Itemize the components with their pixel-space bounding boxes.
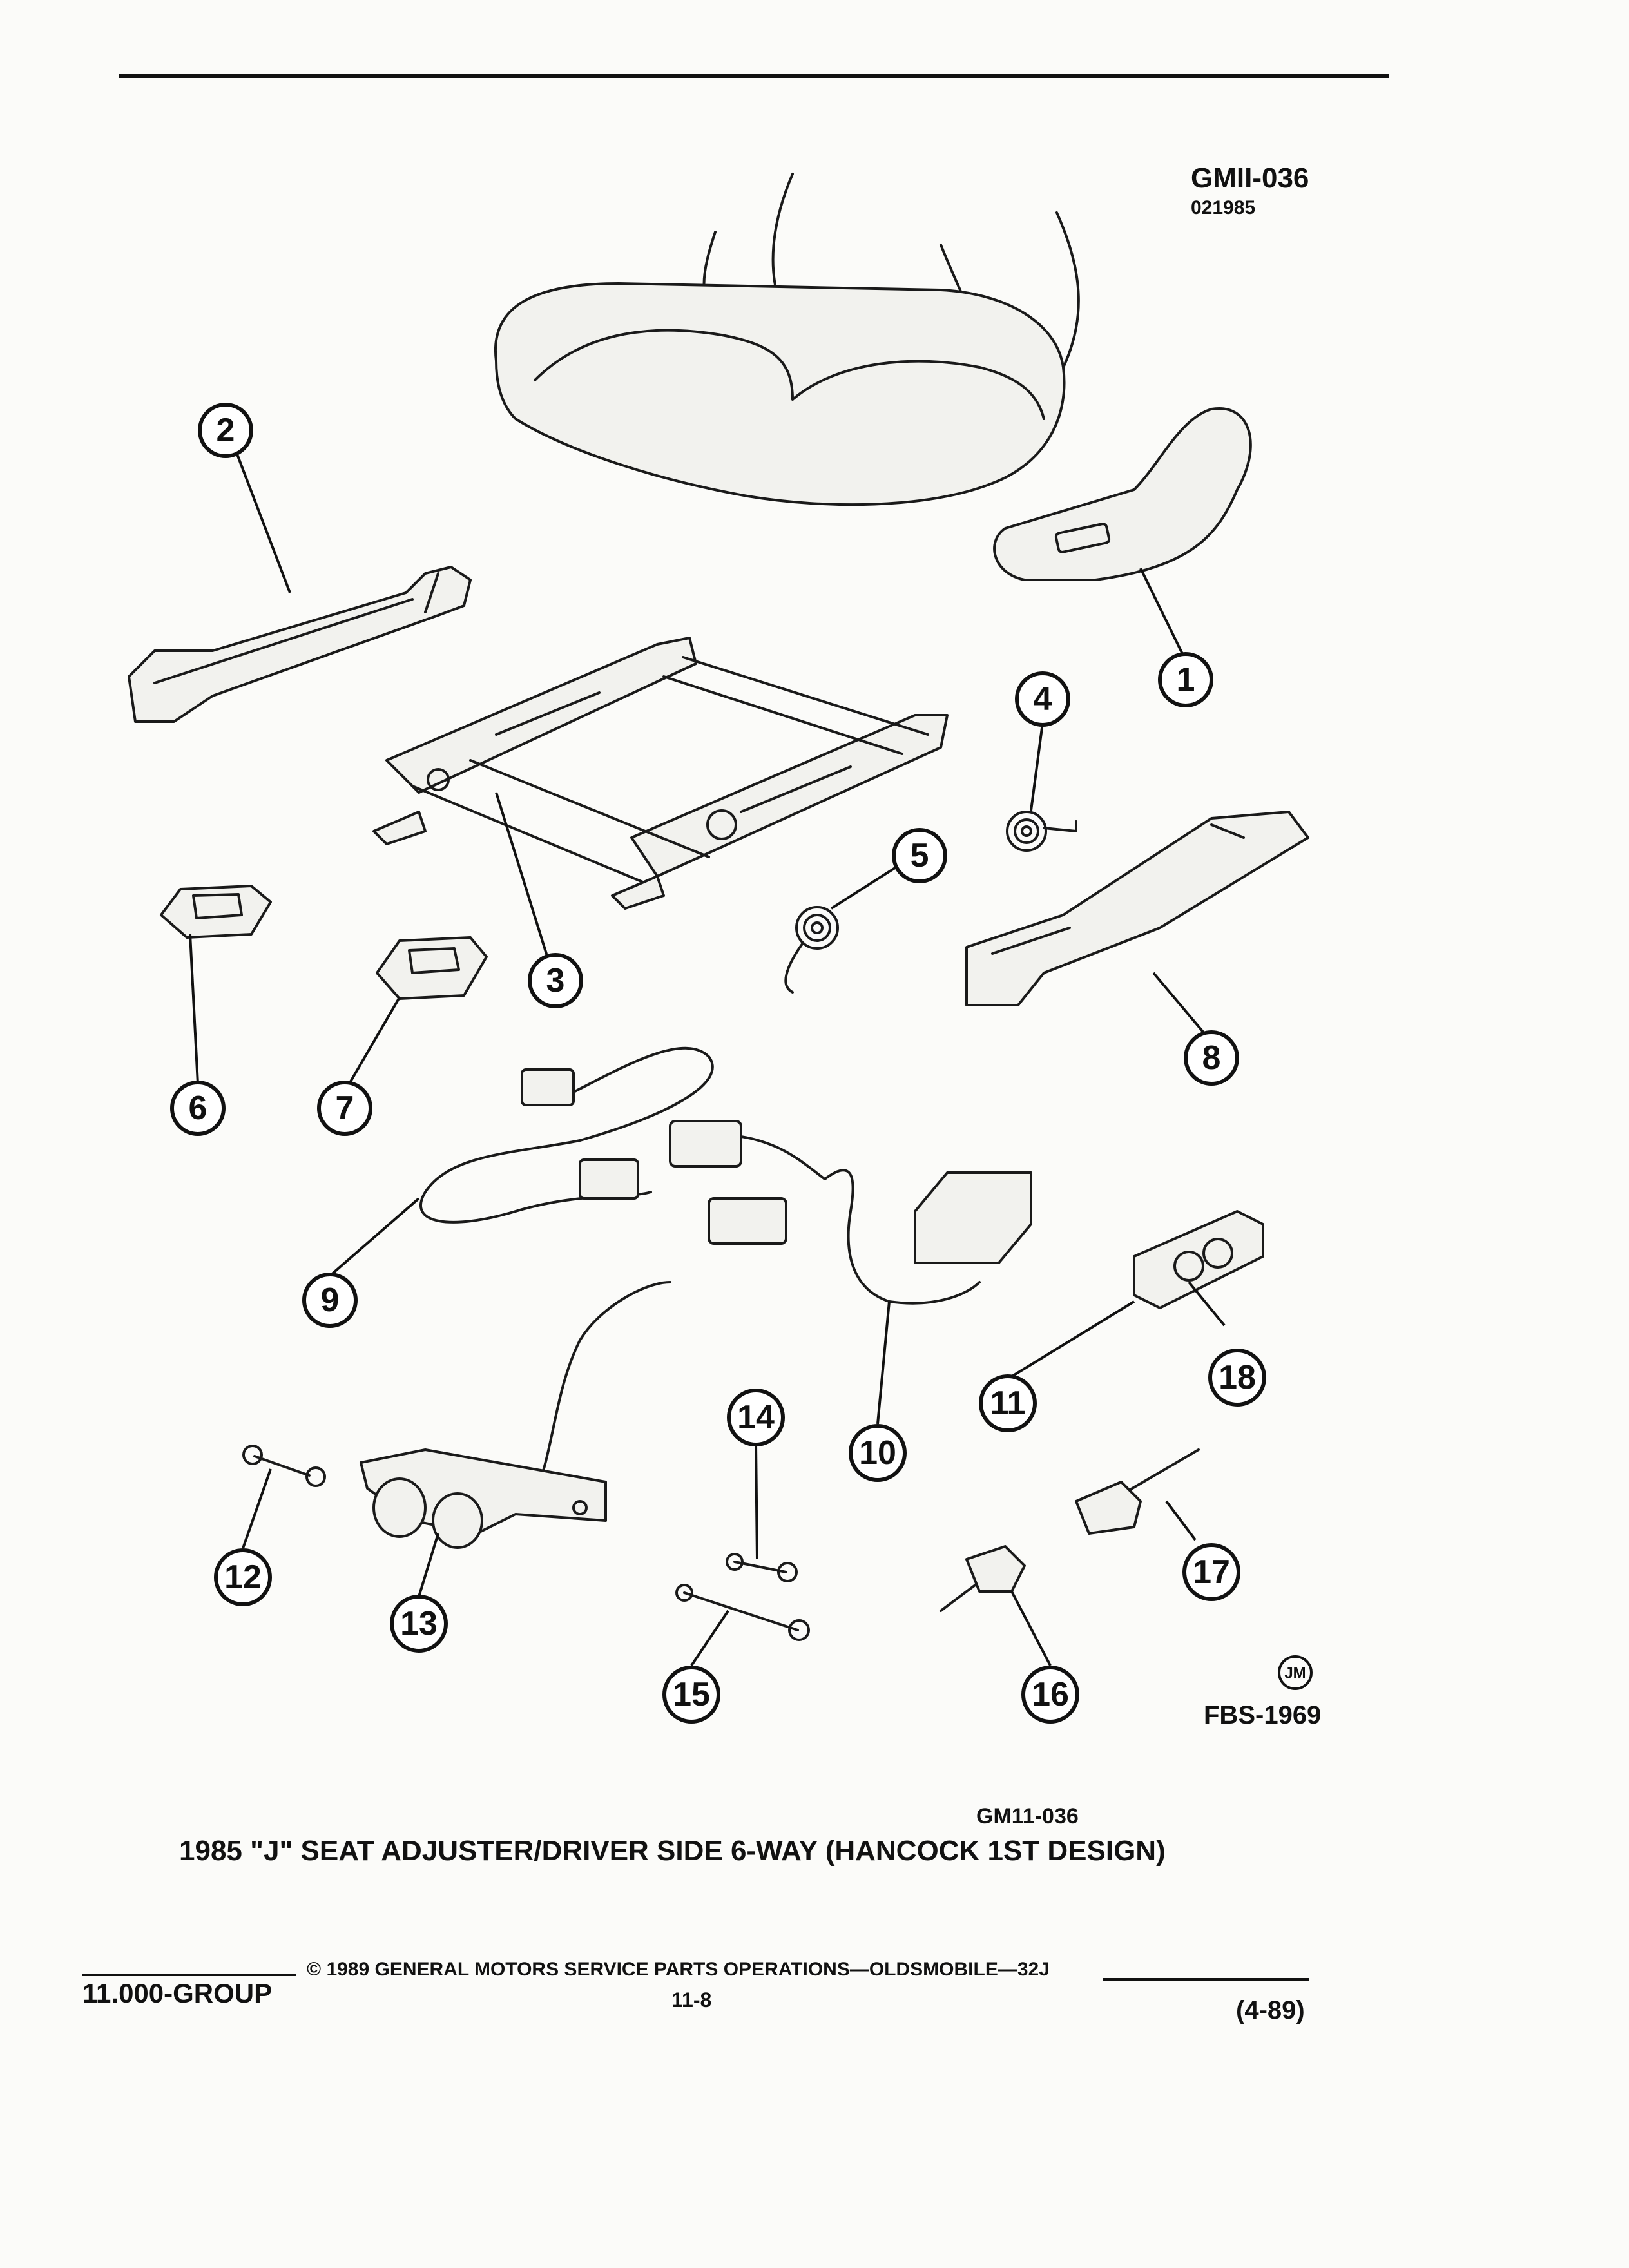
footer-rule-left [82, 1974, 296, 1976]
part-4-spring [1006, 811, 1077, 852]
part-10-harness [669, 1120, 1032, 1305]
callout-7: 7 [317, 1081, 372, 1136]
footer-copyright: © 1989 GENERAL MOTORS SERVICE PARTS OPER… [307, 1959, 1050, 1980]
callout-6-label: 6 [189, 1090, 207, 1127]
callout-12-label: 12 [224, 1559, 262, 1596]
date-code: 021985 [1191, 197, 1256, 218]
part-8-track-cover [965, 811, 1309, 1006]
callout-13-label: 13 [400, 1605, 438, 1642]
callout-17-label: 17 [1193, 1553, 1230, 1591]
part-13-motor-assembly [360, 1281, 671, 1549]
callout-10-label: 10 [859, 1434, 896, 1472]
callout-13: 13 [390, 1595, 448, 1653]
callout-9-label: 9 [321, 1282, 340, 1319]
part-17-cable-end [1075, 1448, 1200, 1535]
callout-2: 2 [198, 403, 253, 458]
part-11-switch [1133, 1210, 1264, 1309]
part-2-track-cover [128, 566, 472, 723]
part-3-adjuster-frame [372, 637, 949, 910]
top-rule [119, 74, 1389, 78]
footer-page-number: 11-8 [671, 1988, 712, 2012]
callout-11-label: 11 [990, 1385, 1026, 1422]
callout-1: 1 [1158, 652, 1213, 707]
part-16-cable-end [940, 1545, 1026, 1612]
callout-11: 11 [979, 1374, 1037, 1432]
footer-revision: (4-89) [1236, 1996, 1305, 2024]
callout-5: 5 [892, 828, 947, 883]
callout-18: 18 [1208, 1349, 1266, 1407]
callout-18-label: 18 [1219, 1359, 1256, 1396]
callout-1-label: 1 [1177, 661, 1195, 698]
figure-code: FBS-1969 [1204, 1701, 1322, 1729]
part-6-knob [160, 885, 272, 939]
callout-16-label: 16 [1032, 1676, 1069, 1713]
callout-12: 12 [214, 1548, 272, 1606]
callout-4: 4 [1015, 671, 1070, 727]
illustration-code: GMII-036 [1191, 162, 1309, 194]
part-14-stud [726, 1553, 798, 1582]
footer-rule-right [1103, 1978, 1309, 1981]
callout-5-label: 5 [911, 837, 929, 874]
callout-4-label: 4 [1034, 680, 1052, 718]
part-1-side-cover [993, 407, 1252, 581]
figure-caption: 1985 "J" SEAT ADJUSTER/DRIVER SIDE 6-WAY… [179, 1835, 1166, 1867]
callout-6: 6 [170, 1081, 226, 1136]
part-15-stud [675, 1584, 810, 1641]
callout-8: 8 [1184, 1030, 1239, 1086]
part-5-coil-spring [784, 906, 839, 994]
callout-17: 17 [1182, 1543, 1240, 1601]
part-9-harness [419, 1046, 714, 1224]
part-12-bolt [242, 1445, 326, 1487]
part-7-knob [376, 936, 488, 1000]
callout-3: 3 [528, 953, 583, 1008]
callout-15: 15 [662, 1666, 720, 1724]
callout-10: 10 [849, 1424, 907, 1482]
footer-group: 11.000-GROUP [82, 1978, 273, 2008]
callout-9: 9 [302, 1273, 358, 1328]
leader-lines [189, 454, 1226, 1667]
caption-code: GM11-036 [976, 1804, 1079, 1829]
callout-14: 14 [727, 1389, 785, 1446]
callout-8-label: 8 [1202, 1039, 1221, 1077]
callout-7-label: 7 [336, 1090, 354, 1127]
artist-mark: JM [1278, 1655, 1313, 1690]
callout-15-label: 15 [673, 1676, 710, 1713]
callout-3-label: 3 [546, 962, 565, 999]
artist-mark-label: JM [1284, 1665, 1306, 1682]
seat-cushion-outline [494, 173, 1080, 506]
callout-14-label: 14 [737, 1399, 775, 1436]
callout-16: 16 [1021, 1666, 1079, 1724]
callout-2-label: 2 [217, 412, 235, 449]
